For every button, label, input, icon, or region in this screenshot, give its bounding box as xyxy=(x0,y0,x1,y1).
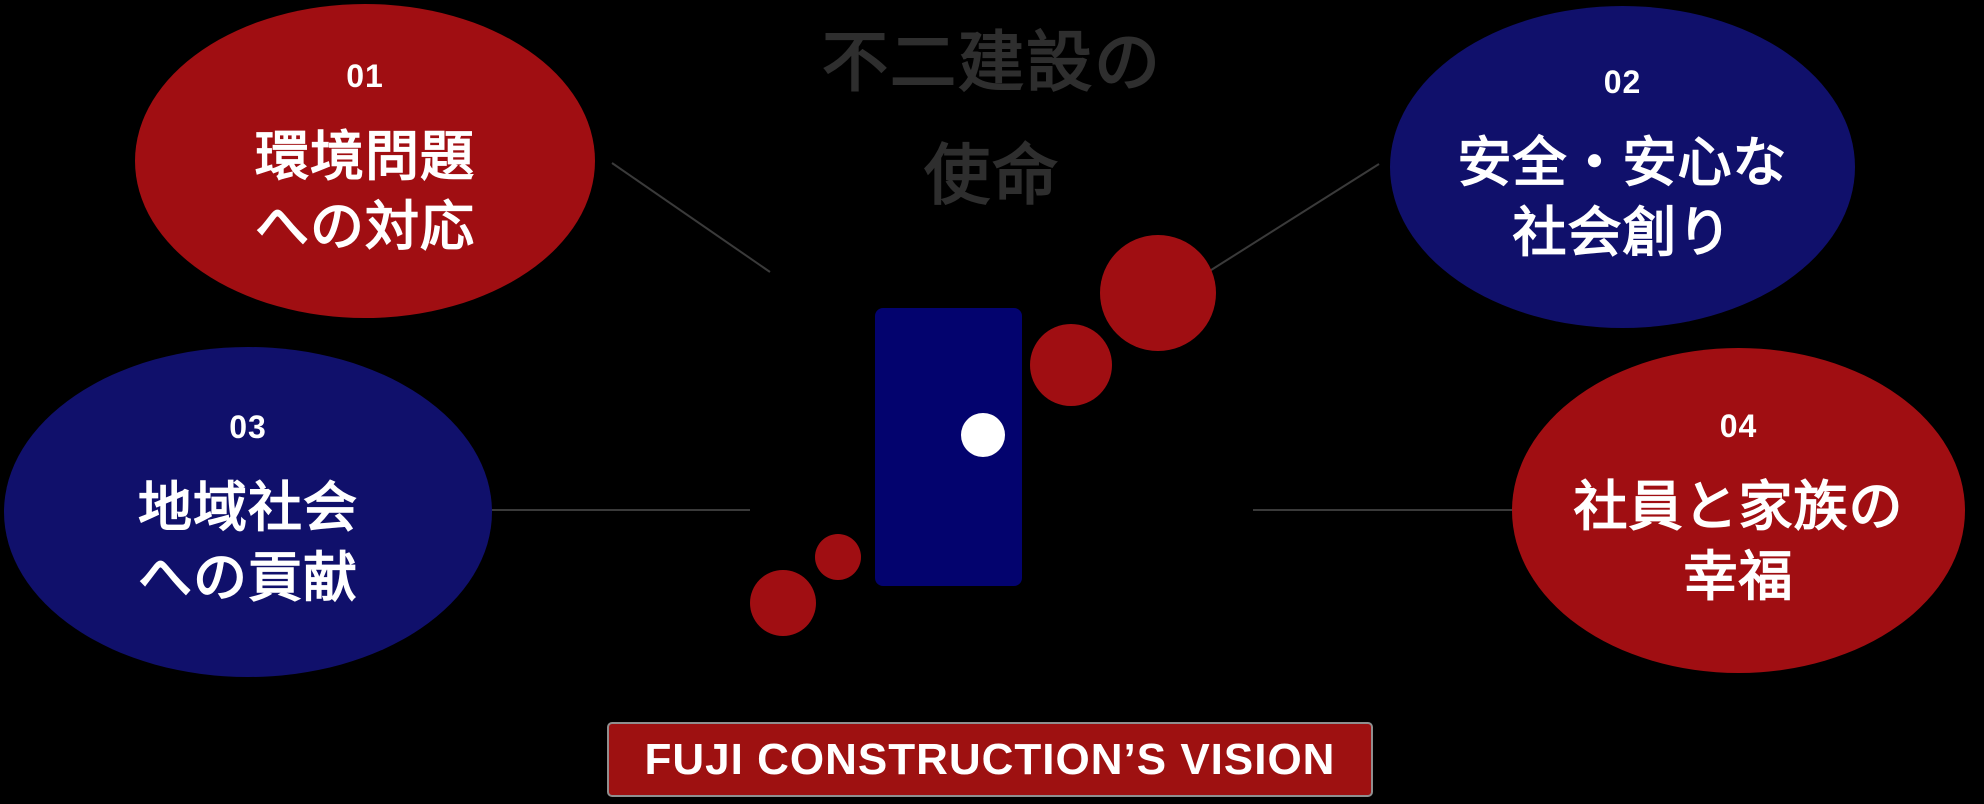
mission-label-line: 幸福 xyxy=(1683,546,1794,607)
mission-number: 04 xyxy=(1719,407,1758,444)
mission-ellipse-03: 03 地域社会 への貢献 xyxy=(4,347,492,677)
logo-dot-white-center xyxy=(961,413,1005,457)
logo-dot-red-medium-top xyxy=(1030,324,1112,406)
logo-dot-red-large-top xyxy=(1100,235,1216,351)
mission-label-line: への対応 xyxy=(255,197,475,257)
mission-label-line: 社会創り xyxy=(1512,203,1733,263)
mission-ellipse-04: 04 社員と家族の 幸福 xyxy=(1512,348,1965,673)
logo-dot-red-large-bottom xyxy=(750,570,816,636)
mission-number: 03 xyxy=(229,409,267,445)
mission-number: 02 xyxy=(1603,64,1642,100)
mission-label-line: 安全・安心な xyxy=(1457,133,1788,193)
mission-label-line: への貢献 xyxy=(138,548,358,608)
page-title: 不二建設の 使命 xyxy=(0,6,1984,232)
mission-label-line: 地域社会 xyxy=(138,478,358,538)
vision-banner: FUJI CONSTRUCTION’S VISION xyxy=(607,722,1373,797)
page-title-line-1: 不二建設の xyxy=(822,25,1162,99)
mission-label-line: 環境問題 xyxy=(255,127,475,187)
mission-number: 01 xyxy=(346,58,384,94)
logo-dot-red-small-bottom xyxy=(815,534,861,580)
mission-label-line: 社員と家族の xyxy=(1573,476,1904,537)
vision-banner-label: FUJI CONSTRUCTION’S VISION xyxy=(644,734,1336,784)
mission-ellipse-01: 01 環境問題 への対応 xyxy=(135,4,595,318)
mission-ellipse-02: 02 安全・安心な 社会創り xyxy=(1390,6,1855,328)
page-title-line-2: 使命 xyxy=(924,138,1060,212)
